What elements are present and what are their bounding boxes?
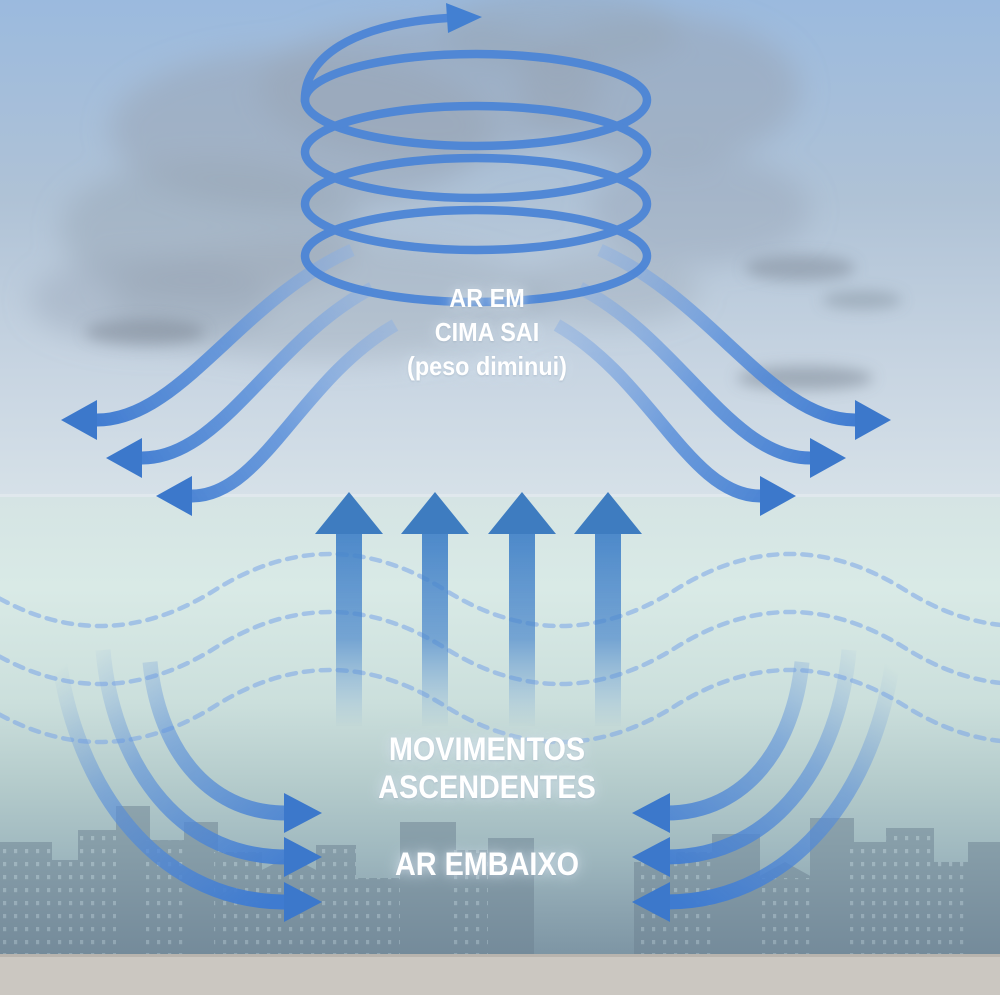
arrowhead-left-icon (632, 882, 670, 922)
cloud-layer (30, 0, 810, 360)
top-label: AR EM CIMA SAI (peso diminui) (407, 281, 567, 383)
updraft-arrow (315, 492, 383, 726)
top-label-line3: (peso diminui) (407, 351, 567, 381)
updraft-shaft (336, 530, 362, 726)
building (0, 842, 52, 958)
wind-wave-dashed-line (0, 667, 1000, 745)
arrowhead-right-icon (760, 476, 796, 516)
building (968, 842, 1000, 958)
updraft-arrow (401, 492, 469, 726)
updraft-arrow (574, 492, 642, 726)
inflow-arrows-left (49, 639, 287, 910)
vortex-spiral-arrow (300, 3, 652, 307)
updraft-shaft (509, 530, 535, 726)
inflow-arrowheads-right (632, 793, 670, 922)
building (78, 830, 120, 958)
inflow-arrows (49, 639, 903, 922)
arrowhead-left-icon (156, 476, 192, 516)
middle-label-line2: ASCENDENTES (378, 769, 596, 805)
building (488, 838, 534, 958)
updraft-shaft (595, 530, 621, 726)
top-label-line2: CIMA SAI (434, 317, 540, 347)
inflow-arrows-right (665, 639, 903, 910)
horizon-line (0, 494, 1000, 497)
cloud (520, 255, 700, 325)
arrowhead-right-icon (284, 882, 322, 922)
footer-band (0, 957, 1000, 995)
wind-wave-dashed-lines (0, 551, 1000, 745)
building (316, 845, 356, 958)
cloud (30, 255, 270, 345)
arrowhead-right-icon (446, 3, 482, 33)
arrowhead-left-icon (632, 793, 670, 833)
building (400, 822, 456, 958)
cloud-wisp (85, 319, 205, 345)
city-skyline-left (0, 806, 534, 958)
building (48, 860, 82, 958)
building (452, 850, 492, 958)
inflow-curve-arrow (665, 661, 810, 821)
arrowhead-left-icon (632, 837, 670, 877)
inflow-curve-arrow (665, 639, 903, 910)
footer-band-edge (0, 954, 1000, 957)
spiral-ring (300, 205, 652, 307)
inflow-curve-arrow (142, 661, 287, 821)
updraft-arrow (488, 492, 556, 726)
outflow-arrowheads-left (61, 400, 192, 516)
building (756, 878, 814, 958)
outflow-arrowheads-right (760, 400, 891, 516)
arrowhead-left-icon (106, 438, 142, 478)
arrowhead-right-icon (284, 793, 322, 833)
inflow-curve-arrow (49, 639, 287, 910)
middle-label-line1: MOVIMENTOS (388, 731, 586, 767)
spiral-ring (300, 153, 652, 255)
outflow-curve-arrow (553, 319, 761, 503)
inflow-curve-arrow (665, 649, 857, 865)
arrowhead-left-icon (61, 400, 97, 440)
bottom-label: AR EMBAIXO (394, 846, 580, 882)
arrowhead-right-icon (284, 837, 322, 877)
outflow-curve-arrow (576, 282, 811, 465)
cloud-wisp (822, 291, 902, 309)
outflow-curve-arrow (141, 282, 376, 465)
updraft-shaft (422, 530, 448, 726)
updraft-arrows (315, 492, 642, 726)
spiral-exit-arc (300, 13, 449, 103)
wind-wave-dashed-line (0, 551, 1000, 629)
building (886, 828, 934, 958)
top-label-line1: AR EM (449, 283, 525, 313)
outflow-curve-arrow (191, 319, 399, 503)
arrowhead-up-icon (401, 492, 469, 534)
arrowhead-up-icon (488, 492, 556, 534)
cloud-wisp (745, 255, 855, 281)
building (930, 862, 970, 958)
middle-label: MOVIMENTOS ASCENDENTES (378, 730, 596, 806)
inflow-curve-arrow (95, 649, 287, 865)
cloud (590, 155, 810, 265)
building (850, 842, 890, 958)
wind-wave-dashed-line (0, 609, 1000, 687)
spiral-ring (300, 101, 652, 203)
building (352, 878, 404, 958)
inflow-arrowheads-left (284, 793, 322, 922)
arrowhead-up-icon (574, 492, 642, 534)
arrowhead-right-icon (855, 400, 891, 440)
outflow-arrows (61, 244, 891, 516)
arrowhead-up-icon (315, 492, 383, 534)
arrowhead-right-icon (810, 438, 846, 478)
